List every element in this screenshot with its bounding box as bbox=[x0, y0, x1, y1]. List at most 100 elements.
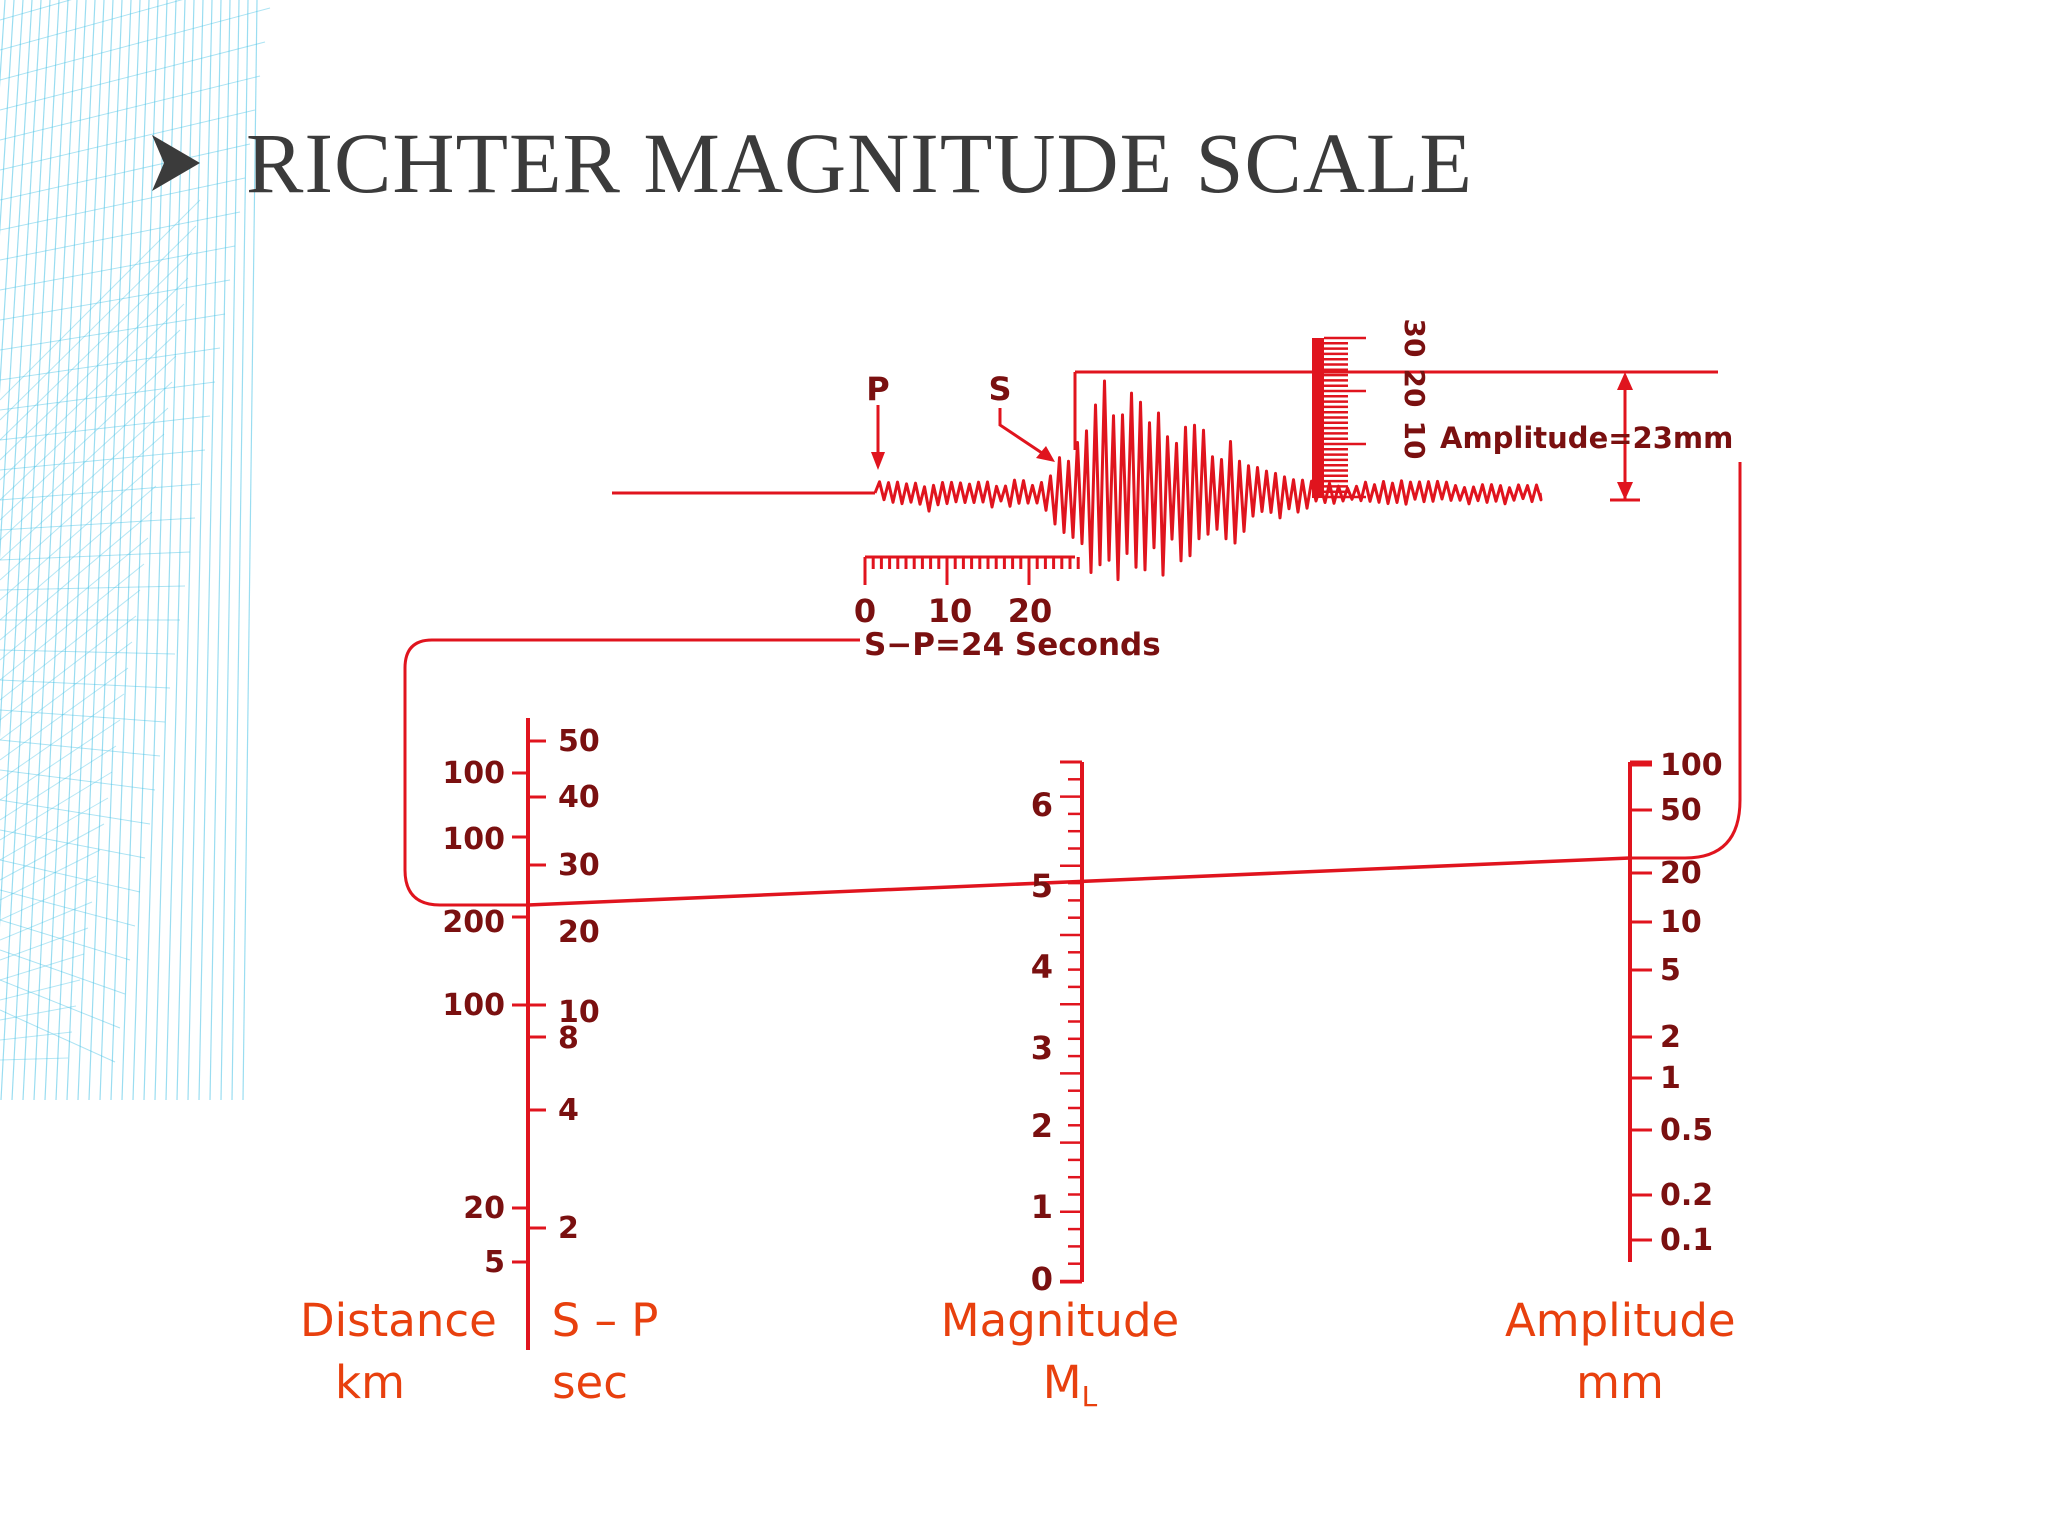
amplitude-tick-label: 2 bbox=[1660, 1020, 1681, 1055]
wireframe-line bbox=[0, 551, 191, 561]
wireframe-line bbox=[0, 1057, 69, 1061]
wireframe-line bbox=[0, 709, 166, 723]
wireframe-line bbox=[0, 407, 169, 561]
amp-ruler-tick-20: 20 bbox=[1398, 369, 1431, 408]
wireframe-line bbox=[0, 7, 271, 81]
wireframe-line bbox=[0, 0, 183, 51]
wireframe-line bbox=[0, 355, 177, 521]
s-wave-label: S bbox=[988, 370, 1011, 408]
left-scale-ticks bbox=[512, 739, 546, 1264]
arrowhead-bullet-icon bbox=[152, 135, 200, 191]
wireframe-line bbox=[0, 901, 93, 941]
wireframe-line bbox=[0, 0, 42, 739]
wireframe-line bbox=[44, 0, 96, 1101]
wireframe-line bbox=[0, 679, 171, 689]
s-arrow bbox=[998, 408, 1046, 457]
distance-tick-label: 100 bbox=[442, 822, 505, 857]
sp-connector-line bbox=[403, 638, 860, 907]
wireframe-line bbox=[0, 953, 85, 981]
wireframe-line bbox=[154, 0, 186, 1101]
seismogram-trace bbox=[873, 379, 1543, 582]
distance-caption: Distance km bbox=[300, 1294, 497, 1409]
wireframe-line bbox=[0, 0, 51, 928]
wireframe-line bbox=[0, 745, 117, 821]
wireframe-line bbox=[0, 693, 125, 781]
wireframe-line bbox=[0, 797, 109, 861]
wireframe-line bbox=[143, 0, 177, 1101]
wireframe-line bbox=[0, 823, 105, 881]
wireframe-line bbox=[99, 0, 141, 1101]
wireframe-line bbox=[187, 0, 213, 1101]
wireframe-line bbox=[0, 979, 81, 1001]
sp-tick-label: 50 bbox=[558, 724, 600, 759]
wireframe-line bbox=[0, 485, 157, 621]
distance-tick-label: 5 bbox=[484, 1245, 505, 1280]
wireframe-line bbox=[198, 0, 222, 1101]
wireframe-line bbox=[0, 771, 113, 841]
wireframe-line bbox=[0, 177, 246, 231]
p-wave-label: P bbox=[866, 370, 889, 408]
magnitude-ticks bbox=[1060, 760, 1082, 1284]
wireframe-line bbox=[121, 0, 159, 1101]
wireframe-line bbox=[0, 0, 72, 21]
wireframe-line bbox=[0, 483, 201, 501]
wireframe-line bbox=[209, 0, 231, 1101]
sp-tick-label: 8 bbox=[558, 1021, 579, 1056]
wireframe-line bbox=[0, 979, 121, 1029]
amp-ruler-bar bbox=[1312, 338, 1324, 498]
wireframe-line bbox=[0, 211, 241, 261]
wireframe-line bbox=[0, 641, 133, 741]
wireframe-line bbox=[0, 449, 206, 471]
wireframe-line bbox=[0, 849, 101, 901]
wireframe-line bbox=[0, 739, 161, 757]
wireframe-line bbox=[220, 0, 240, 1101]
wireframe-line bbox=[0, 0, 33, 561]
wireframe-line bbox=[0, 667, 129, 761]
sp-caption: S−P=24 Seconds bbox=[864, 627, 1161, 663]
wireframe-line bbox=[88, 0, 132, 1101]
wireframe-line bbox=[0, 537, 149, 661]
title-row: RICHTER MAGNITUDE SCALE bbox=[150, 108, 1473, 218]
wireframe-line bbox=[0, 277, 189, 461]
wireframe-line bbox=[0, 0, 15, 237]
amplitude-tick-label: 0.5 bbox=[1660, 1113, 1713, 1148]
wireframe-line bbox=[0, 875, 97, 921]
amplitude-tick-label: 50 bbox=[1660, 793, 1702, 828]
wireframe-line bbox=[0, 563, 145, 681]
wireframe-line bbox=[0, 1005, 77, 1021]
time-scale bbox=[863, 555, 1080, 585]
amplitude-tick-label: 0.2 bbox=[1660, 1178, 1713, 1213]
amplitude-caption: Amplitude=23mm bbox=[1440, 421, 1733, 455]
amplitude-tick-label: 1 bbox=[1660, 1061, 1681, 1096]
time-tick-0: 0 bbox=[854, 592, 876, 630]
amplitude-tick-label: 10 bbox=[1660, 905, 1702, 940]
distance-tick-label: 100 bbox=[442, 756, 505, 791]
magnitude-tick-label: 0 bbox=[1031, 1260, 1053, 1298]
magnitude-reading-line bbox=[527, 856, 1631, 907]
wireframe-line bbox=[66, 0, 114, 1101]
magnitude-tick-label: 4 bbox=[1031, 948, 1053, 986]
sp-tick-label: 20 bbox=[558, 915, 600, 950]
amplitude-tick-label: 5 bbox=[1660, 953, 1681, 988]
wireframe-line bbox=[0, 279, 231, 321]
wireframe-line bbox=[0, 799, 151, 825]
wireframe-line bbox=[0, 1009, 116, 1063]
wireframe-line bbox=[0, 585, 186, 591]
magnitude-tick-label: 3 bbox=[1031, 1029, 1053, 1067]
amplitude-connector-line bbox=[1630, 462, 1742, 860]
wireframe-line bbox=[0, 927, 89, 961]
p-arrowhead bbox=[871, 452, 885, 470]
sp-tick-label: 40 bbox=[558, 780, 600, 815]
amplitude-ticks bbox=[1630, 760, 1652, 1242]
wireframe-line bbox=[0, 589, 141, 701]
amp-ruler-tick-10: 10 bbox=[1398, 421, 1431, 460]
wireframe-line bbox=[0, 251, 193, 441]
wireframe-line bbox=[110, 0, 150, 1101]
wireframe-line bbox=[0, 313, 226, 351]
wireframe-line bbox=[0, 829, 146, 859]
wireframe-line bbox=[0, 919, 131, 961]
sp-tick-label: 30 bbox=[558, 848, 600, 883]
